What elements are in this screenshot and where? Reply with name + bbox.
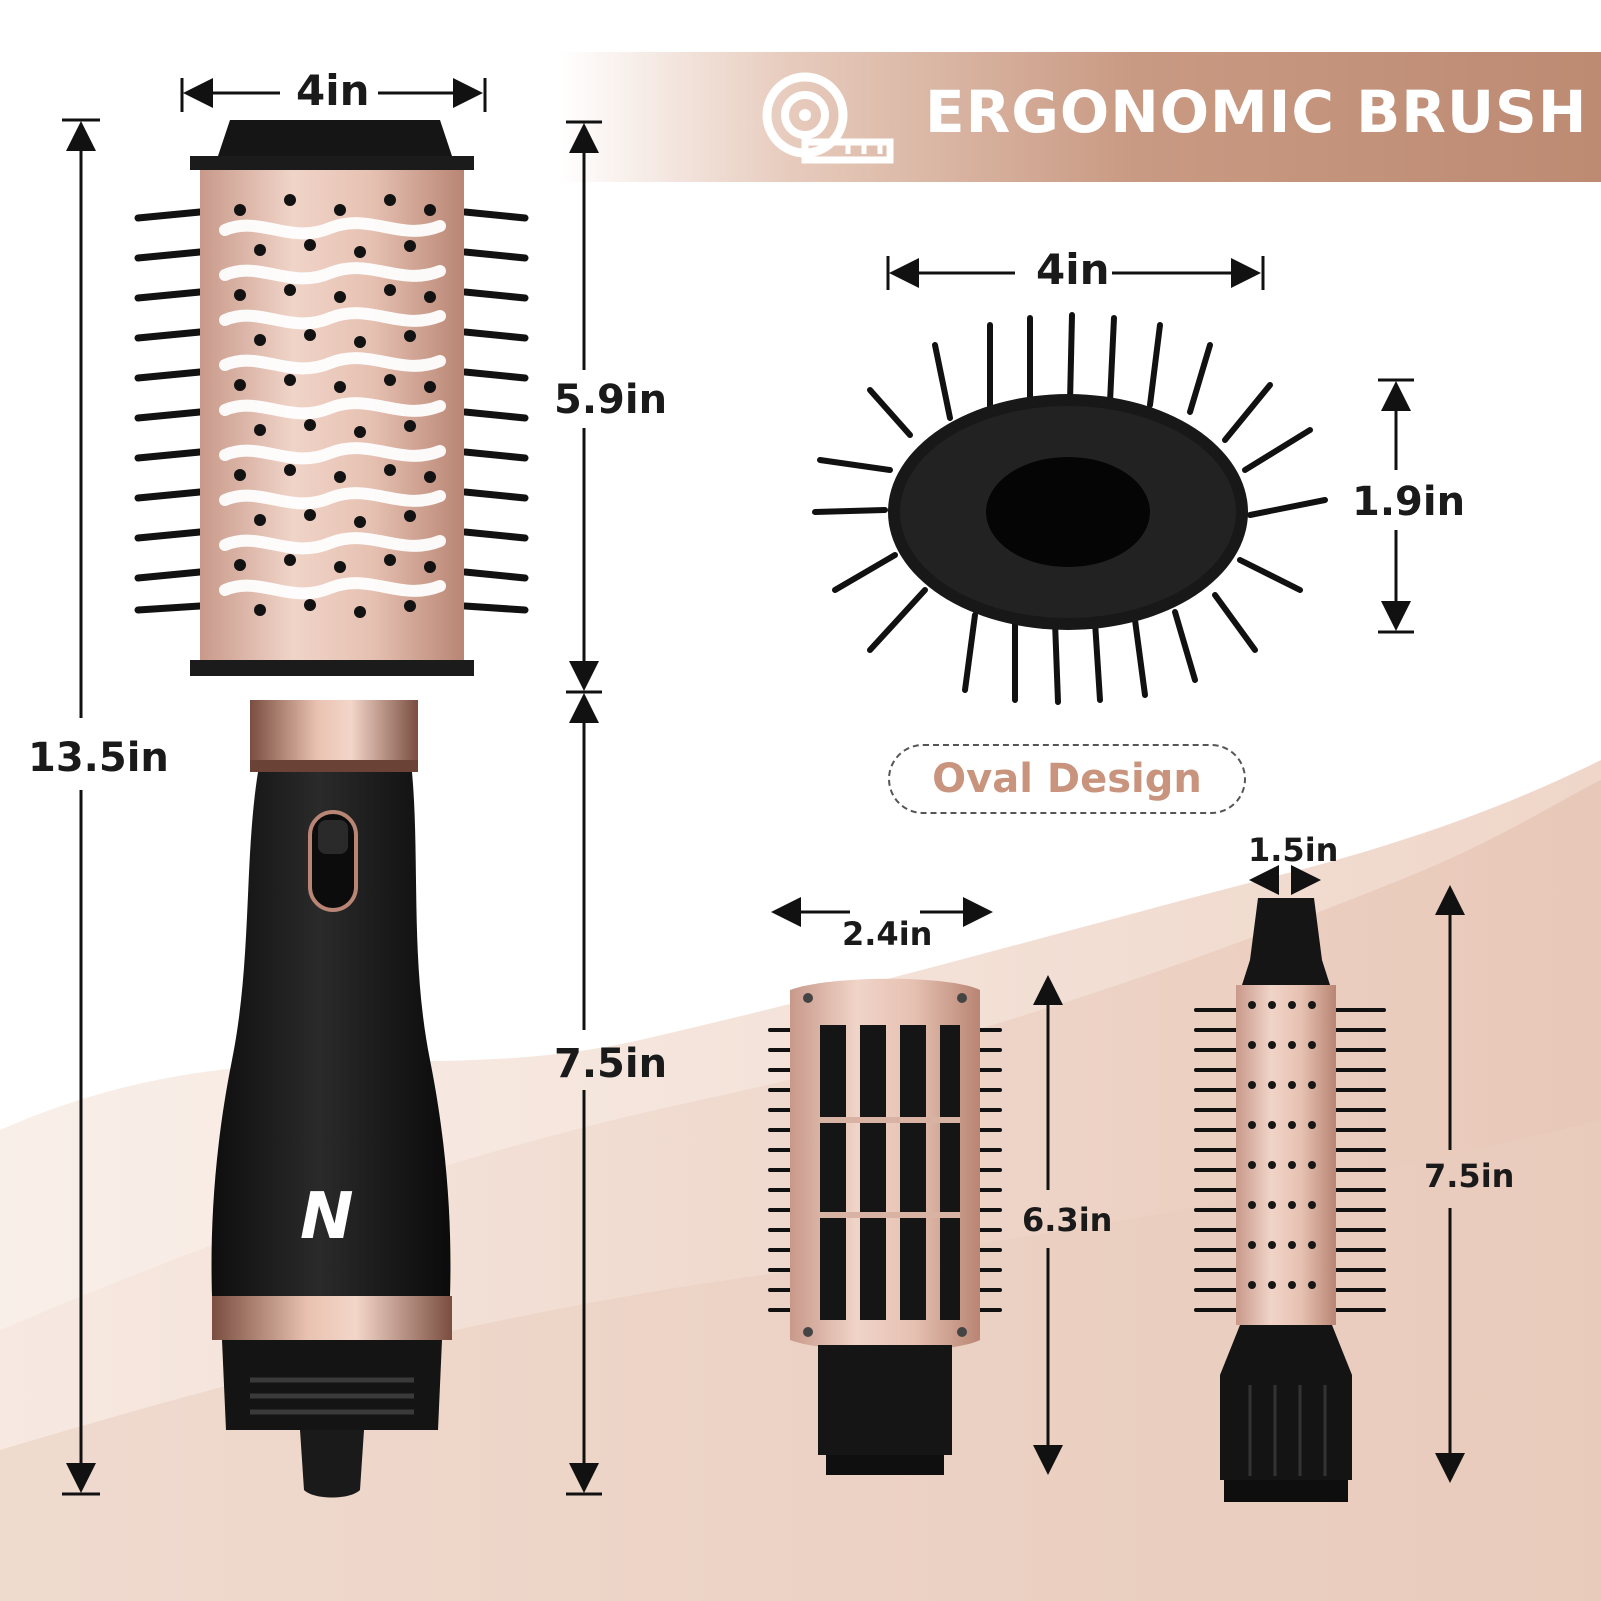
header-banner — [560, 52, 1601, 182]
main-brush-dimension-lines — [62, 78, 602, 1496]
oval-brush-depth-label: 1.9in — [1352, 479, 1466, 525]
oval-brush-image — [812, 312, 1328, 705]
round-brush-image — [768, 978, 1002, 1475]
round-brush-height-label: 6.3in — [1022, 1201, 1113, 1239]
main-brush-image — [134, 120, 529, 1498]
thin-brush-height-label: 7.5in — [1424, 1157, 1515, 1195]
oval-brush-dimension-lines — [886, 256, 1414, 634]
oval-design-caption: Oval Design — [888, 744, 1246, 814]
page-title: ERGONOMIC BRUSH — [925, 78, 1588, 146]
main-brush-width-label: 4in — [296, 66, 370, 115]
main-brush-head-height-label: 5.9in — [554, 377, 668, 423]
thin-brush-width-label: 1.5in — [1248, 831, 1339, 869]
thin-brush-image — [1194, 898, 1386, 1502]
oval-brush-width-label: 4in — [1036, 245, 1110, 294]
main-brush-handle-height-label: 7.5in — [554, 1041, 668, 1087]
round-brush-dimension-lines — [771, 897, 1063, 1475]
round-brush-width-label: 2.4in — [842, 915, 933, 953]
brand-logo: N — [300, 1180, 354, 1254]
main-brush-total-height-label: 13.5in — [28, 735, 169, 781]
measuring-tape-icon — [762, 72, 894, 164]
thin-brush-dimension-lines — [1249, 865, 1465, 1483]
